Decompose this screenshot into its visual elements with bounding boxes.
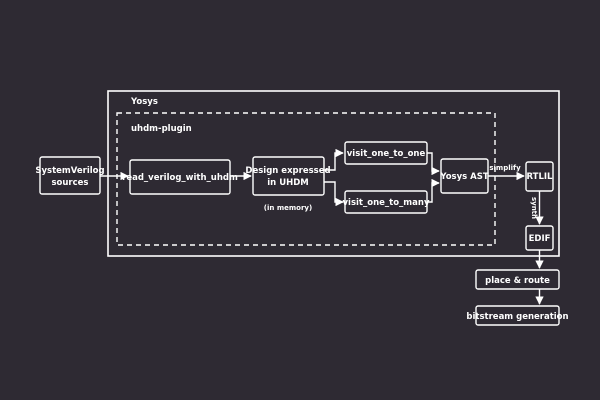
yosys-ast-node: Yosys AST — [439, 158, 489, 194]
edge-design-to-one-to-one — [324, 148, 344, 171]
visit-one-to-one-label: visit_one_to_one — [347, 149, 426, 159]
read-verilog-node: read_verilog_with_uhdm — [122, 159, 238, 195]
design-uhdm-line-1: Design expressed — [245, 166, 330, 176]
rtlil-label: RTLIL — [527, 172, 554, 182]
in-memory-note: (in memory) — [264, 204, 312, 212]
design-uhdm-node: Design expressed in UHDM (in memory) — [245, 156, 331, 212]
edif-node: EDIF — [525, 225, 554, 251]
systemverilog-sources-node: SystemVerilog sources — [35, 156, 105, 195]
visit-one-to-many-node: visit_one_to_many — [343, 190, 430, 214]
uhdm-plugin-label: uhdm-plugin — [131, 124, 192, 134]
edge-one-to-one-to-ast — [427, 152, 440, 176]
place-route-node: place & route — [475, 269, 560, 290]
rtlil-node: RTLIL — [525, 161, 554, 192]
edge-design-to-one-to-many — [324, 181, 344, 207]
edges: simplify synth — [100, 148, 544, 305]
bitstream-label: bitstream generation — [466, 312, 568, 322]
yosys-ast-label: Yosys AST — [439, 172, 489, 182]
read-verilog-label: read_verilog_with_uhdm — [122, 173, 238, 183]
bitstream-node: bitstream generation — [466, 305, 569, 326]
systemverilog-sources-line-1: SystemVerilog — [35, 166, 104, 176]
synth-label: synth — [530, 197, 538, 219]
place-route-label: place & route — [485, 276, 550, 286]
systemverilog-sources-line-2: sources — [51, 178, 88, 188]
yosys-label: Yosys — [130, 97, 158, 107]
simplify-label: simplify — [489, 164, 521, 172]
uhdm-plugin-container: uhdm-plugin — [116, 112, 496, 246]
edif-label: EDIF — [529, 234, 551, 244]
visit-one-to-one-node: visit_one_to_one — [344, 141, 428, 165]
design-uhdm-line-2: in UHDM — [267, 178, 308, 188]
edge-one-to-many-to-ast — [427, 178, 440, 203]
visit-one-to-many-label: visit_one_to_many — [343, 198, 430, 208]
yosys-container: Yosys — [107, 90, 560, 257]
